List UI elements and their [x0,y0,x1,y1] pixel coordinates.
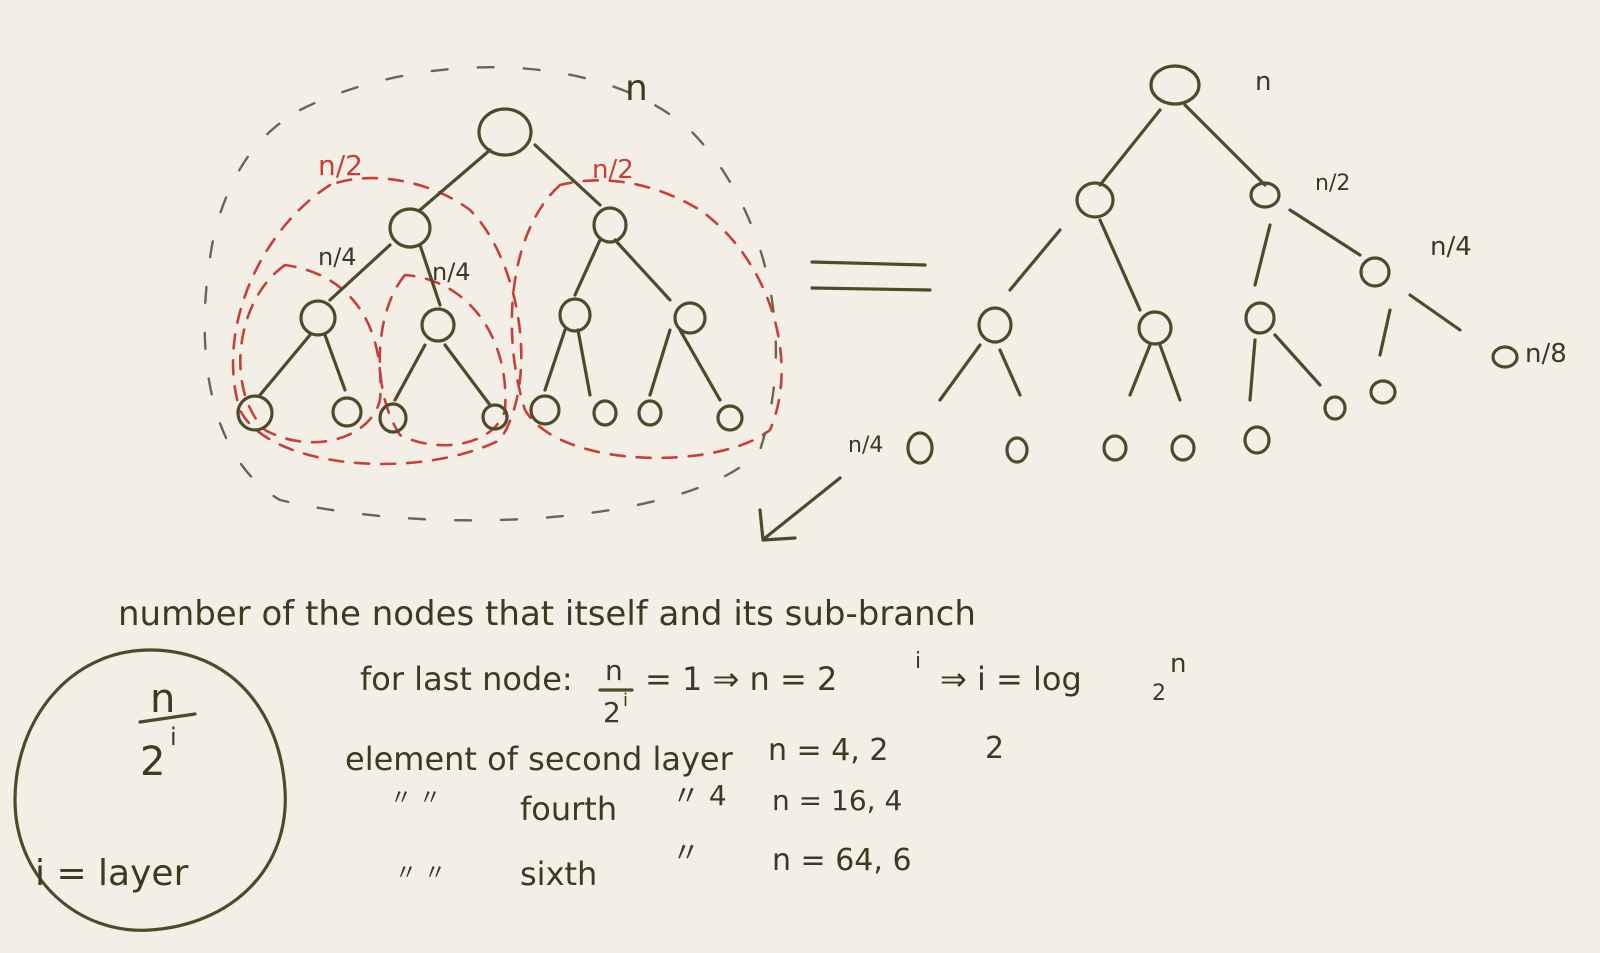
circled-denominator: 2 [140,739,165,785]
circled-numerator: n [150,676,175,722]
fraction-denominator: 2 [603,696,621,729]
note-line-4-values: n = 16, 4 [772,784,902,817]
note-line-1: number of the nodes that itself and its … [118,594,976,634]
circled-exponent: i [170,723,177,751]
note-line-2-rest: = 1 ⇒ n = 2 [645,660,837,698]
node [1244,301,1276,335]
note-line-5-word: sixth [520,855,597,893]
whole-tree-grouping [203,66,777,522]
leaf-node [1170,434,1196,462]
node [1075,181,1115,219]
leaf-node [1102,434,1128,462]
note-line-4-mid: 〃 4 [672,779,727,812]
right-tree: n n/2 n/4 n/8 n/4 [848,64,1567,465]
node [388,207,432,249]
quarter-label-2: n/4 [432,258,471,286]
note-line-3-values: n = 4, 2 [768,733,888,768]
leaf-node [236,394,274,432]
node [592,206,628,244]
note-line-5-mid: 〃 [672,836,700,869]
circled-note: n 2 i i = layer [13,648,287,932]
leaf-node [529,394,561,426]
leaf-node [637,399,663,427]
fraction-exponent: i [623,690,628,711]
leaf-node [481,403,509,431]
log-arg: n [1170,649,1186,679]
right-root-label: n [1255,67,1271,97]
leaf-node [1323,395,1347,421]
note-line-2-prefix: for last node: [360,660,573,698]
leaf-node [378,402,408,434]
left-half-label: n/2 [318,149,363,182]
note-line-2-end: ⇒ i = log [940,660,1082,698]
right-leaf-label: n/4 [848,433,883,458]
root-node [477,107,533,157]
leaf-node [1369,379,1397,405]
left-tree: n n/2 n/2 n/4 n/4 [203,66,783,522]
node [977,306,1013,344]
node [420,307,456,343]
fraction-numerator: n [605,654,623,687]
subtree-grouping-dashes [231,176,783,466]
note-line-3: element of second layer [345,740,734,778]
node [558,297,592,333]
leaf-node [906,431,934,465]
right-eighth-label: n/8 [1525,339,1567,369]
pointer-arrow [758,476,842,542]
leaf-node [716,404,744,432]
left-tree-nodes [236,107,744,434]
note-line-3-end: 2 [985,731,1004,766]
root-node [1149,64,1201,106]
handwritten-notes: number of the nodes that itself and its … [118,594,1186,893]
left-root-label: n [625,68,648,109]
node [1249,181,1281,209]
circled-caption: i = layer [35,853,189,894]
node [673,301,707,335]
quarter-label-1: n/4 [318,243,357,271]
note-line-4-word: fourth [520,790,617,828]
right-tree-nodes [906,64,1519,465]
equals-sign [810,260,932,292]
note-line-2-exponent: i [915,649,921,674]
note-line-4-ditto: 〃 〃 [390,786,441,811]
node [1359,256,1391,288]
note-line-5-ditto: 〃 〃 [395,861,446,886]
right-quarter-label: n/4 [1430,232,1472,262]
leaf-node [592,399,618,427]
note-line-5-values: n = 64, 6 [772,843,912,878]
leaf-node [331,396,363,428]
enclosing-circle [13,648,287,932]
right-half-label: n/2 [1315,171,1350,196]
right-half-label: n/2 [592,155,634,185]
node [1137,310,1173,346]
right-tree-edges [938,103,1462,402]
left-tree-edges [258,143,722,407]
leaf-node [1005,436,1029,464]
node [299,299,337,337]
leaf-node [1491,345,1519,369]
log-base: 2 [1152,681,1166,706]
leaf-node [1243,425,1271,455]
circled-fraction-bar [138,712,197,724]
